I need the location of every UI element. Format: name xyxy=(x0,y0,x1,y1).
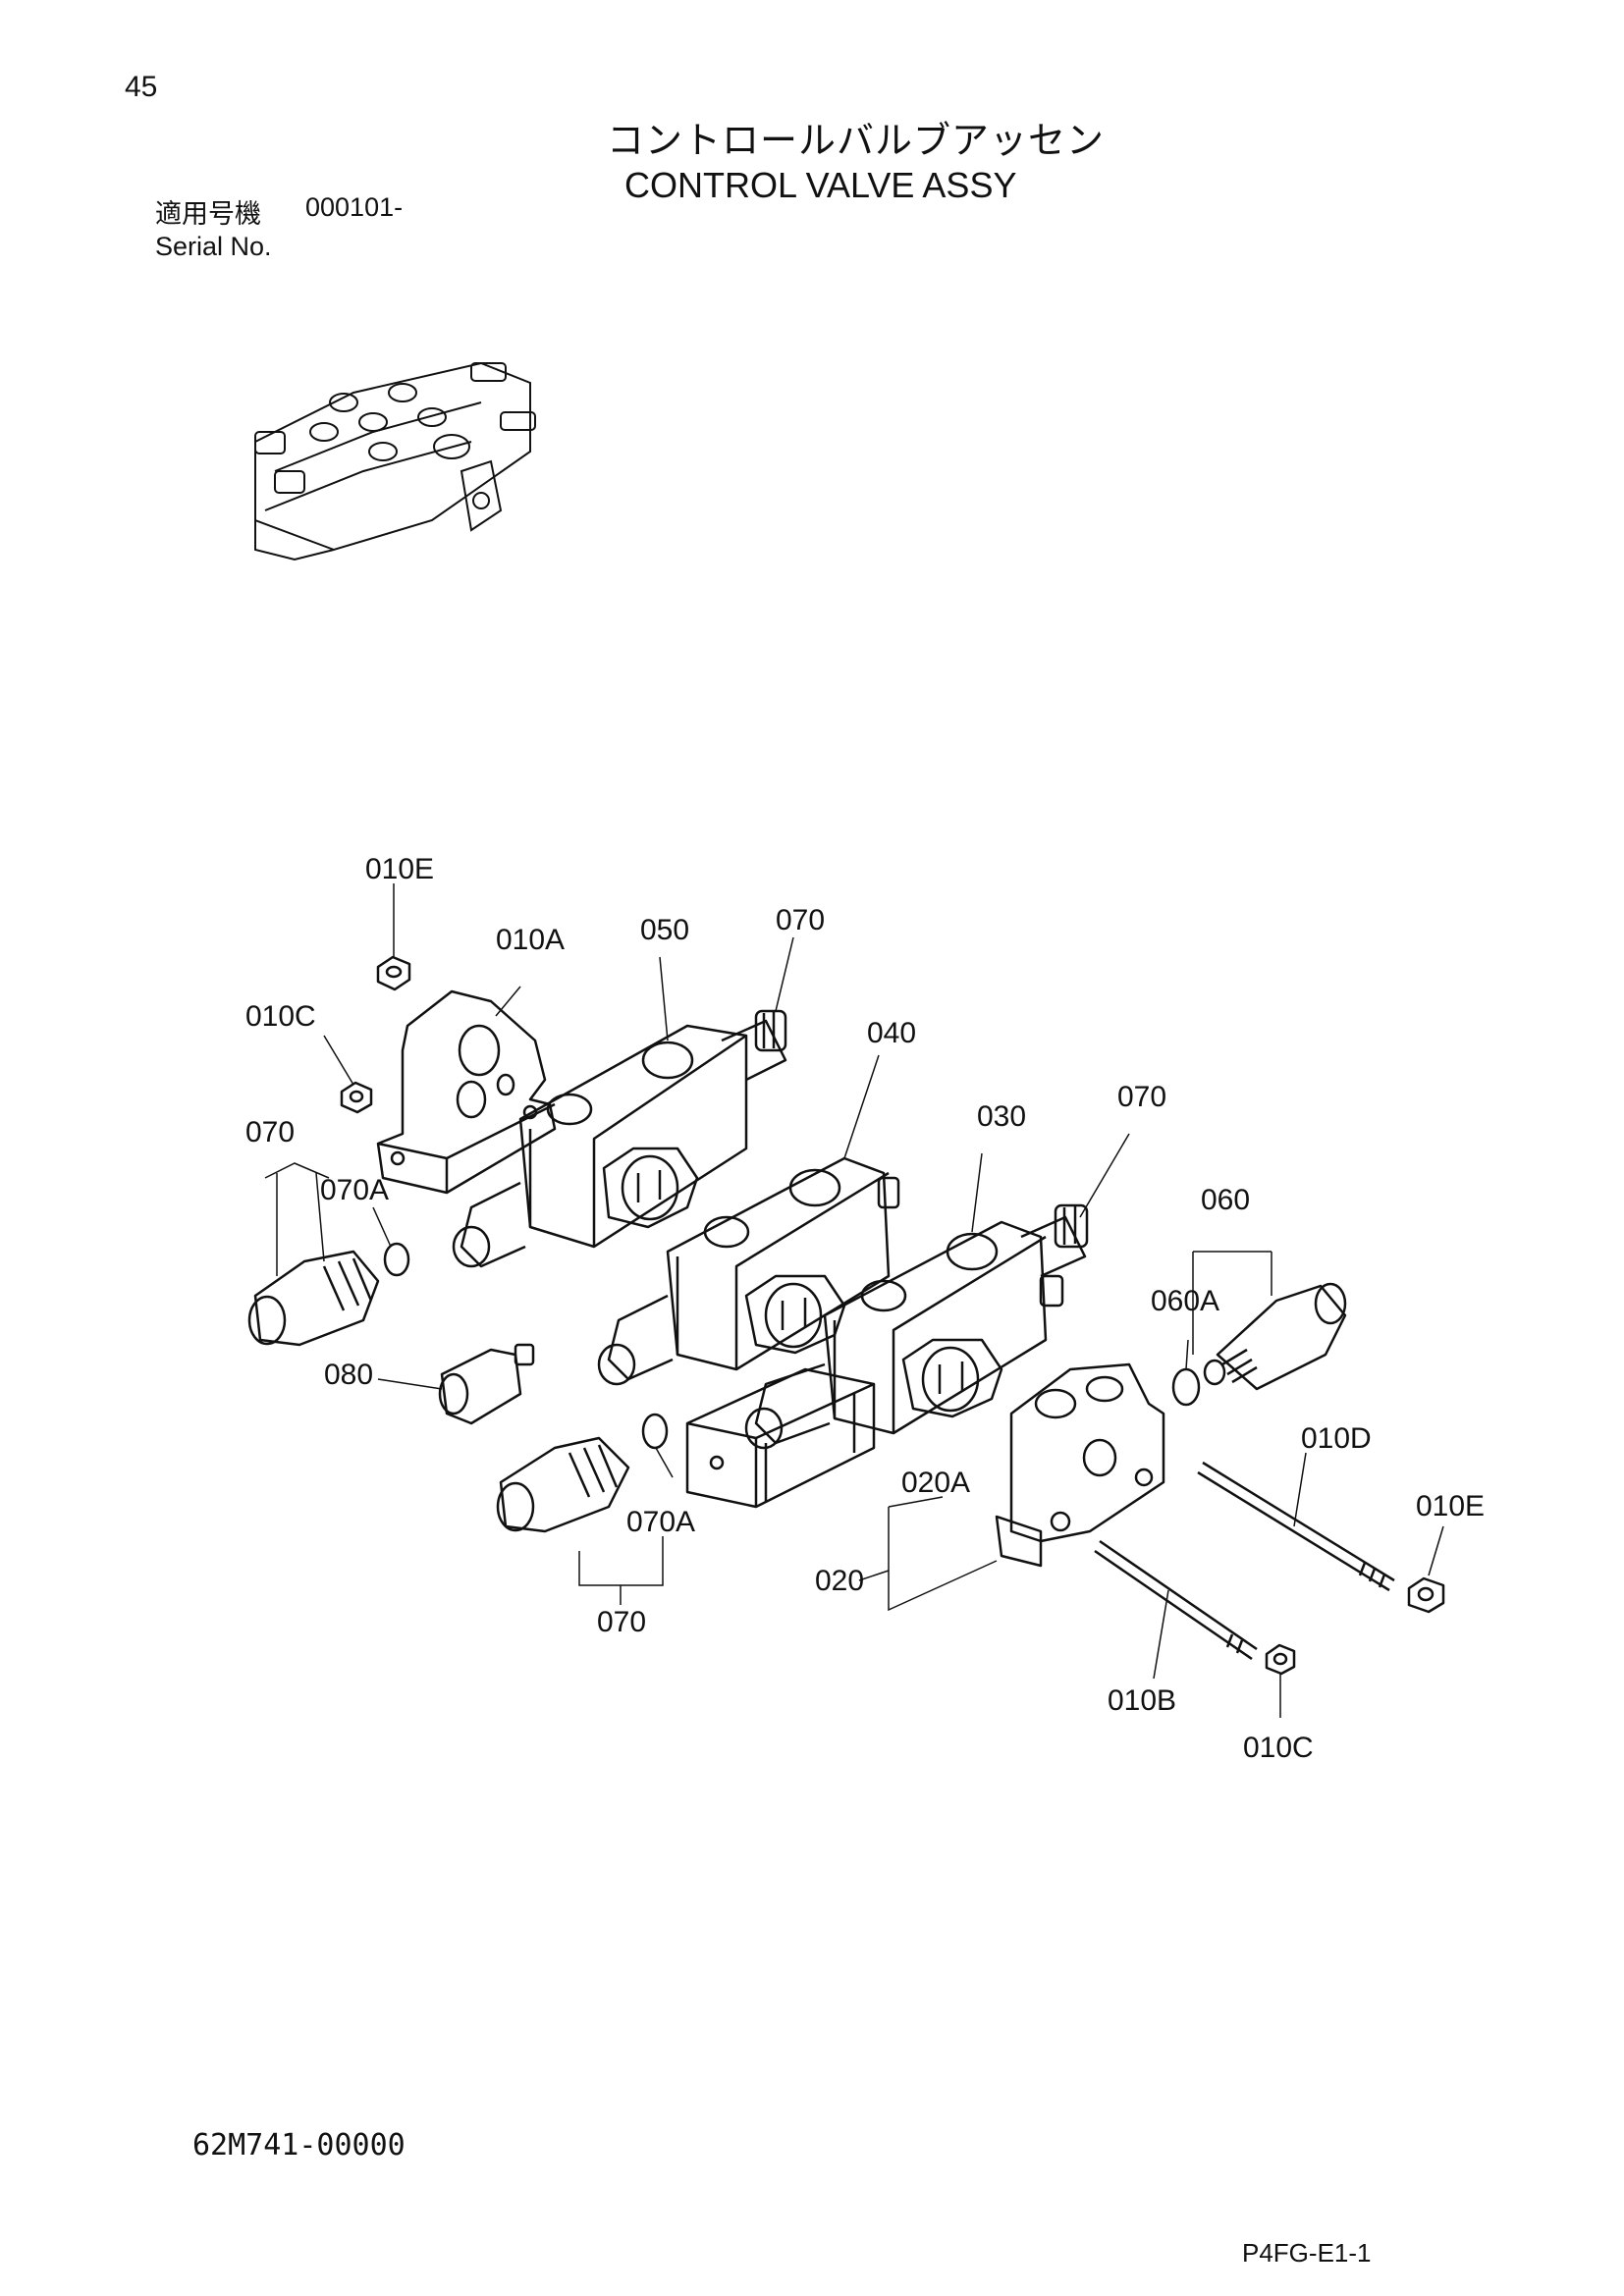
nut-010E-top xyxy=(376,955,411,991)
page-number: 45 xyxy=(125,71,158,103)
oring-070A-bottom xyxy=(641,1413,669,1450)
assembly-thumbnail xyxy=(254,361,536,561)
page-reference: P4FG-E1-1 xyxy=(1242,2238,1372,2268)
tie-rod-010D xyxy=(1197,1461,1395,1592)
valve-section-030 xyxy=(744,1203,1089,1450)
callout-030: 030 xyxy=(977,1100,1026,1133)
nut-010C-bottom xyxy=(1265,1643,1296,1676)
tie-rod-010B xyxy=(1094,1539,1258,1661)
callout-010C-bottom: 010C xyxy=(1243,1732,1314,1764)
nut-010C-left xyxy=(340,1081,373,1114)
callout-060A: 060A xyxy=(1151,1285,1219,1317)
callout-080: 080 xyxy=(324,1359,373,1391)
callout-010B: 010B xyxy=(1108,1684,1176,1717)
serial-label-english: Serial No. xyxy=(155,232,272,261)
relief-valve-070-left xyxy=(247,1250,380,1347)
callout-070-bottom: 070 xyxy=(597,1606,646,1638)
plug-080 xyxy=(438,1343,535,1425)
callout-020A: 020A xyxy=(901,1467,970,1499)
callout-010A: 010A xyxy=(496,924,565,956)
part-code: 62M741-00000 xyxy=(192,2128,406,2163)
callout-070-left: 070 xyxy=(245,1116,295,1148)
callout-010C-left: 010C xyxy=(245,1000,316,1033)
serial-value: 000101- xyxy=(305,192,404,222)
callout-010E-right: 010E xyxy=(1416,1490,1485,1522)
serial-label-japanese: 適用号機 xyxy=(155,199,261,230)
callout-070A-bottom: 070A xyxy=(626,1506,695,1538)
callout-010D: 010D xyxy=(1301,1422,1372,1455)
nut-010E-right xyxy=(1407,1576,1445,1614)
callout-060: 060 xyxy=(1201,1184,1250,1216)
oring-060A xyxy=(1171,1367,1201,1407)
relief-valve-060 xyxy=(1203,1282,1347,1391)
end-plate-010A xyxy=(376,989,557,1195)
callout-070A-left: 070A xyxy=(320,1174,389,1206)
callout-040: 040 xyxy=(867,1017,916,1049)
callout-020: 020 xyxy=(815,1565,864,1597)
title-english: CONTROL VALVE ASSY xyxy=(624,165,1017,205)
valve-section-040 xyxy=(597,1156,900,1386)
housing-block xyxy=(685,1367,876,1509)
callout-050: 050 xyxy=(640,914,689,946)
relief-valve-070-bottom xyxy=(496,1436,630,1533)
valve-section-050 xyxy=(452,1009,787,1268)
callout-010E-top: 010E xyxy=(365,853,434,885)
oring-070A-left xyxy=(383,1242,410,1277)
callout-070-top: 070 xyxy=(776,904,825,936)
callout-070-right: 070 xyxy=(1117,1081,1166,1113)
end-cover-020 xyxy=(995,1362,1165,1568)
title-japanese: コントロールバルブアッセン xyxy=(607,119,1106,162)
